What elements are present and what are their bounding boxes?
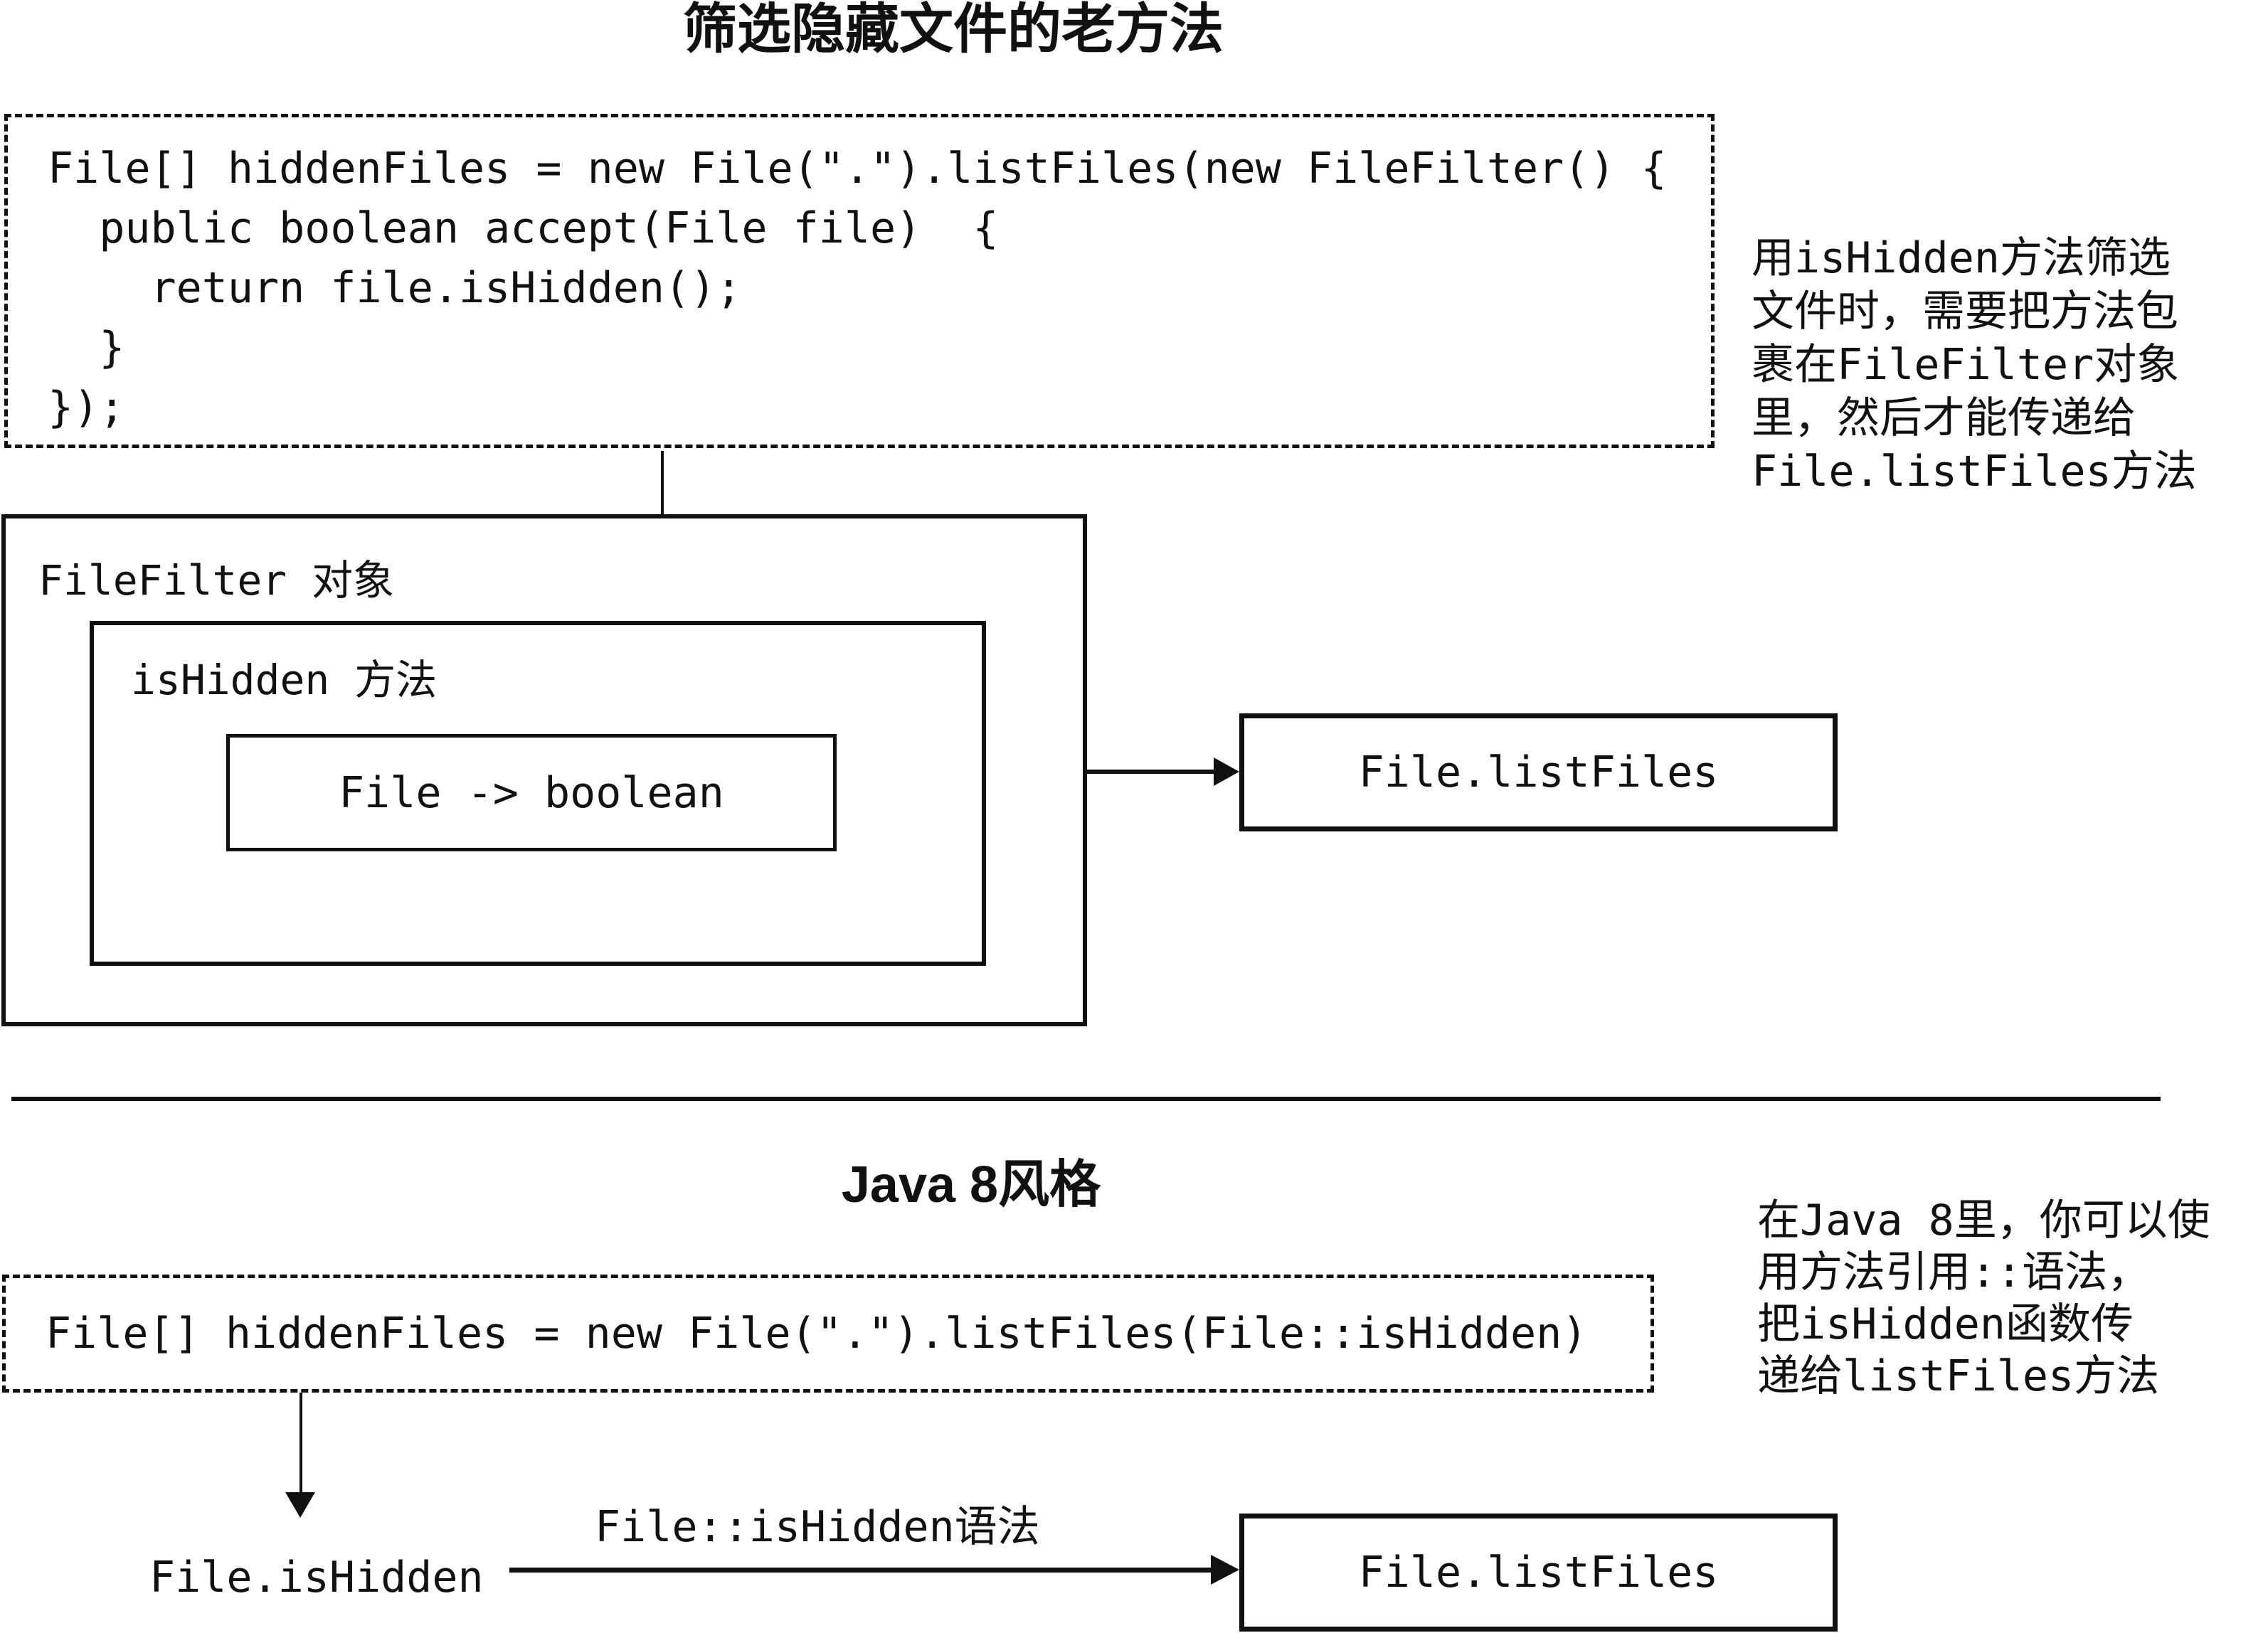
java8-code: File[] hiddenFiles = new File(".").listF… — [46, 1309, 1588, 1358]
arrow-right-icon — [1214, 757, 1239, 786]
java8-title: Java 8风格 — [841, 1156, 1101, 1213]
old-way-title: 筛选隐藏文件的老方法 — [683, 0, 1224, 60]
methodref-to-listfiles-arrow-line — [509, 1568, 1211, 1573]
listfiles-box-java8-label: File.listFiles — [1358, 1548, 1719, 1597]
listfiles-box-java8: File.listFiles — [1239, 1514, 1838, 1632]
filefilter-object-label: FileFilter 对象 — [38, 556, 395, 605]
file-to-boolean-box: File -> boolean — [226, 734, 837, 851]
method-ref-label: File.isHidden — [149, 1553, 484, 1602]
listfiles-box-old-label: File.listFiles — [1358, 748, 1719, 797]
section-divider — [11, 1097, 2161, 1101]
filefilter-to-listfiles-arrow-line — [1087, 770, 1214, 774]
code-to-methodref-arrow-line — [300, 1393, 302, 1495]
file-to-boolean-label: File -> boolean — [339, 767, 724, 818]
syntax-arrow-label: File::isHidden语法 — [595, 1502, 1040, 1552]
java8-annotation: 在Java 8里，你可以使 用方法引用::语法， 把isHidden函数传 递给… — [1757, 1196, 2210, 1401]
arrow-right-icon — [1211, 1555, 1239, 1585]
arrow-down-icon — [285, 1492, 315, 1518]
java8-code-box: File[] hiddenFiles = new File(".").listF… — [2, 1275, 1654, 1393]
old-way-code-box: File[] hiddenFiles = new File(".").listF… — [4, 114, 1715, 448]
ishidden-method-label: isHidden 方法 — [131, 656, 438, 704]
old-way-code: File[] hiddenFiles = new File(".").listF… — [48, 144, 1667, 432]
listfiles-box-old: File.listFiles — [1239, 713, 1838, 831]
old-way-annotation: 用isHidden方法筛选 文件时，需要把方法包 裹在FileFilter对象 … — [1752, 233, 2197, 496]
